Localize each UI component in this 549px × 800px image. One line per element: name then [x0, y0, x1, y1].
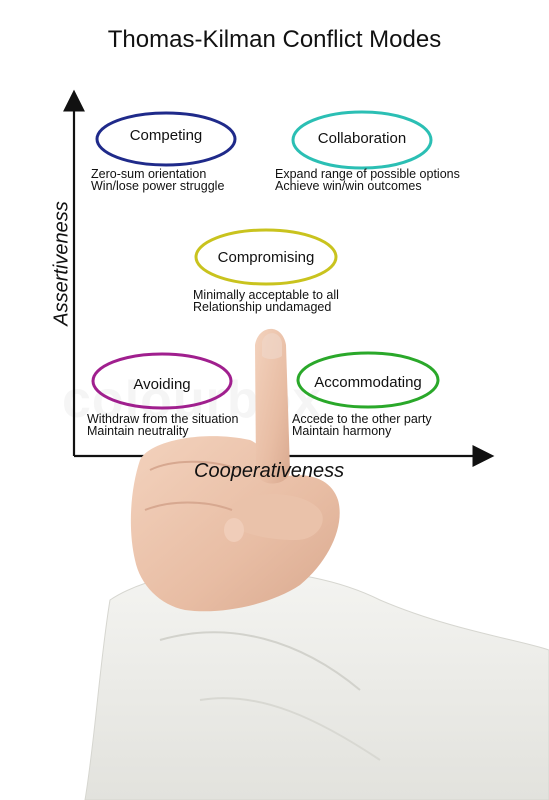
competing-description-line: Zero-sum orientation	[91, 167, 207, 181]
competing-description: Zero-sum orientation Win/lose power stru…	[91, 167, 225, 193]
avoiding-ellipse	[91, 352, 233, 410]
compromising-description: Minimally acceptable to all Relationship…	[193, 288, 339, 314]
diagram-title: Thomas-Kilman Conflict Modes	[107, 26, 442, 53]
avoiding-description: Withdraw from the situation Maintain neu…	[87, 412, 239, 438]
collaboration-description-line: Expand range of possible options	[275, 167, 460, 181]
compromising-description-line: Relationship undamaged	[193, 300, 332, 314]
avoiding-description-line: Maintain neutrality	[87, 424, 189, 438]
accommodating-description-line: Accede to the other party	[292, 412, 432, 426]
collaboration-description-line: Achieve win/win outcomes	[275, 179, 422, 193]
competing-label: Competing	[129, 127, 203, 144]
competing-description-line: Win/lose power struggle	[91, 179, 225, 193]
collaboration-description: Expand range of possible options Achieve…	[275, 167, 460, 193]
compromising-label: Compromising	[217, 249, 315, 266]
accommodating-ellipse	[296, 351, 440, 409]
y-axis-label: Assertiveness	[50, 201, 73, 326]
x-axis-label: Cooperativeness	[194, 460, 345, 482]
compromising-description-line: Minimally acceptable to all	[193, 288, 339, 302]
accommodating-description-line: Maintain harmony	[292, 424, 392, 438]
accommodating-description: Accede to the other party Maintain harmo…	[292, 412, 432, 438]
avoiding-label: Avoiding	[133, 376, 191, 393]
pointing-hand-image	[84, 328, 549, 800]
collaboration-label: Collaboration	[317, 130, 407, 147]
avoiding-description-line: Withdraw from the situation	[87, 412, 239, 426]
accommodating-label: Accommodating	[314, 374, 422, 391]
competing-ellipse	[95, 111, 237, 167]
compromising-ellipse	[194, 228, 338, 286]
collaboration-ellipse	[291, 110, 433, 170]
